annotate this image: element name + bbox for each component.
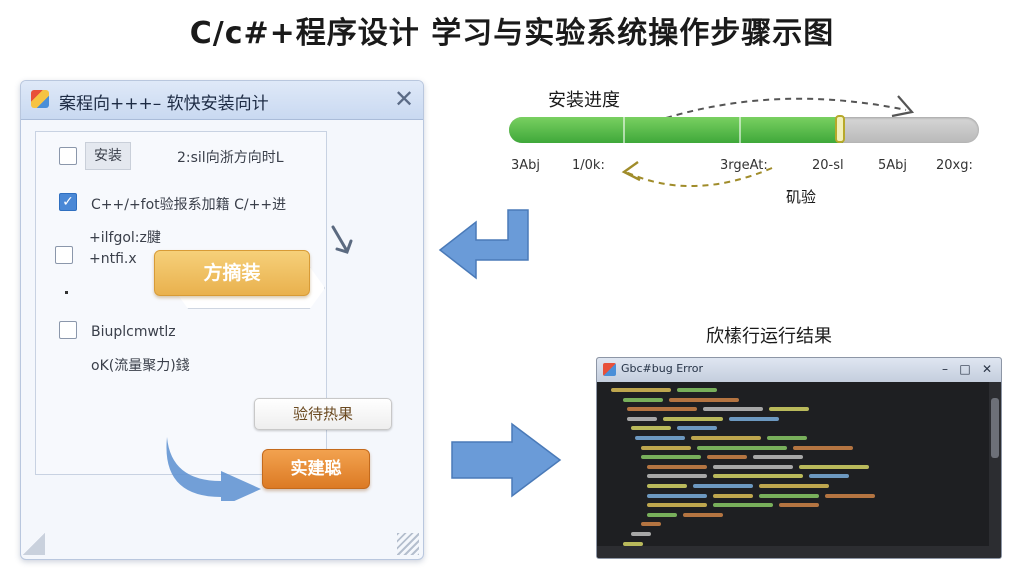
code-line-segment (611, 388, 671, 392)
progress-tick: 5Abj (878, 158, 908, 173)
app-icon (31, 90, 49, 108)
code-line-segment (713, 464, 793, 469)
console-titlebar: Gbc#bug Error – □ ✕ (597, 358, 1001, 382)
code-line-segment (631, 426, 671, 431)
wait-result-button[interactable]: 验待热果 (254, 398, 392, 430)
progress-tick: 3rgeAt: (720, 158, 768, 173)
right-arrow-icon (451, 422, 562, 498)
code-line-segment (647, 464, 707, 469)
install-chip: 安装 (85, 142, 131, 170)
code-line-segment (729, 416, 779, 421)
progress-segment-divider (739, 117, 741, 143)
code-line-segment (697, 445, 787, 450)
code-line-segment (647, 493, 707, 498)
code-line-segment (641, 522, 661, 527)
code-line-segment (641, 455, 701, 460)
close-icon[interactable]: ✕ (393, 85, 415, 113)
bullet-dot (65, 291, 68, 294)
progress-tick: 3Abj (511, 158, 541, 173)
close-icon[interactable]: ✕ (981, 362, 993, 376)
checkbox-option-3[interactable] (59, 321, 77, 339)
code-line-segment (809, 474, 849, 479)
progress-fill (509, 117, 843, 143)
code-line-segment (647, 484, 687, 488)
code-line-segment (627, 416, 657, 421)
progress-label: 安装进度 (548, 90, 620, 111)
page-title: C/c#+程序设计 学习与实验系统操作步骤示图 (189, 16, 835, 51)
install-progress-bar (509, 117, 979, 143)
code-line-segment (623, 541, 643, 546)
install-button[interactable]: 方摘装 (154, 250, 310, 296)
code-line-segment (627, 407, 697, 412)
code-line-segment (759, 484, 829, 488)
code-line-segment (707, 455, 747, 460)
code-line-segment (713, 493, 753, 498)
code-line-segment (769, 407, 809, 412)
progress-tick: 20-sl (812, 158, 844, 173)
resize-corner-left (23, 533, 45, 555)
arrow-down-icon (331, 225, 353, 254)
row-0-desc: 2:sil向浙方向时L (177, 150, 284, 166)
run-button[interactable]: 实建聪 (262, 449, 370, 489)
return-arrow-icon (438, 209, 529, 280)
wizard-titlebar: 案程向+++– 软快安装向计 ✕ (21, 81, 423, 120)
row-2-desc: +ntfi.x (89, 251, 137, 267)
dashed-arrow-right-icon (665, 95, 915, 119)
code-line-segment (753, 455, 803, 460)
code-line-segment (683, 512, 723, 517)
maximize-icon[interactable]: □ (959, 362, 971, 376)
progress-handle[interactable] (835, 115, 845, 143)
code-window-caption: 欣榡行运行结果 (706, 326, 832, 347)
code-line-segment (799, 464, 869, 469)
code-line-segment (663, 416, 723, 421)
code-line-segment (631, 532, 651, 536)
row-2-label: +ilfgol:z腱 (89, 230, 161, 246)
code-line-segment (641, 445, 691, 450)
code-line-segment (677, 426, 717, 431)
row-1-label: C++/+fot验报系加籍 C/++进 (91, 197, 287, 213)
code-line-segment (793, 445, 853, 450)
installer-wizard-window: 案程向+++– 软快安装向计 ✕ 安装 2:sil向浙方向时L ✓ C++/+f… (20, 80, 424, 560)
progress-tick: 20xg: (936, 158, 973, 173)
wizard-title: 案程向+++– 软快安装向计 (59, 94, 269, 114)
dashed-arrow-left-icon (621, 161, 773, 188)
resize-grip-icon[interactable] (397, 533, 419, 555)
checkbox-option-2[interactable] (55, 246, 73, 264)
code-line-segment (713, 474, 803, 479)
code-line-segment (677, 388, 717, 392)
code-line-segment (623, 397, 663, 402)
code-editor-body (597, 382, 989, 558)
minimize-icon[interactable]: – (942, 362, 948, 376)
row-3-label: Biuplcmwtlz (91, 324, 176, 340)
code-line-segment (703, 407, 763, 412)
checkbox-cpp-option[interactable]: ✓ (59, 193, 77, 211)
code-line-segment (647, 474, 707, 479)
horizontal-scrollbar[interactable] (597, 546, 989, 558)
code-line-segment (647, 512, 677, 517)
code-line-segment (825, 493, 875, 498)
progress-segment-divider (623, 117, 625, 143)
console-app-icon (603, 363, 616, 376)
row-3-desc: oK(流量聚力)錢 (91, 358, 190, 374)
verify-label: 矶验 (786, 188, 817, 206)
code-line-segment (713, 503, 773, 508)
progress-tick: 1/0k: (572, 158, 605, 173)
curved-arrow-icon (166, 437, 261, 501)
code-line-segment (669, 397, 739, 402)
scrollbar-thumb[interactable] (991, 398, 999, 458)
checkbox-install[interactable] (59, 147, 77, 165)
console-title: Gbc#bug Error (621, 362, 704, 375)
code-line-segment (779, 503, 819, 508)
code-line-segment (693, 484, 753, 488)
code-line-segment (691, 436, 761, 440)
code-line-segment (647, 503, 707, 508)
code-line-segment (759, 493, 819, 498)
code-line-segment (635, 436, 685, 440)
code-line-segment (767, 436, 807, 440)
console-output-window: Gbc#bug Error – □ ✕ (596, 357, 1002, 559)
